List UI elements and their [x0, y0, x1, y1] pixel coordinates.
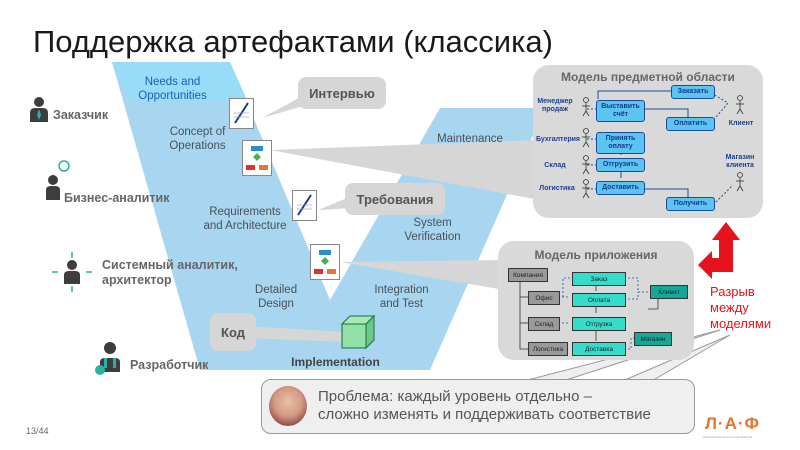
stage-detailed-design: Detailed Design [254, 284, 298, 310]
code-cube-icon [340, 314, 376, 355]
gap-label: Разрыв между моделями [710, 284, 771, 332]
activity-ship: Отгрузить [596, 158, 645, 172]
actor-client-store: Магазин клиента [725, 154, 755, 169]
developer-icon [94, 340, 124, 381]
page-number: 13/44 [26, 426, 49, 436]
entity-order: Заказ [572, 272, 626, 286]
activity-pay: Оплатить [666, 117, 715, 131]
callout-interview: Интервью [298, 77, 386, 109]
domain-tail-1 [270, 140, 540, 200]
problem-line1: Проблема: каждый уровень отдельно – [318, 388, 592, 405]
role-customer: Заказчик [53, 108, 109, 122]
logo-subtitle: Лаборатория Архитектуры Физтеха [703, 435, 753, 439]
gap-arrow [698, 222, 740, 279]
system-analyst-icon [50, 250, 94, 299]
callout-requirements: Требования [345, 183, 445, 215]
activity-receive: Получить [666, 197, 715, 211]
entity-payment: Оплата [572, 293, 626, 307]
role-system-analyst-line1: Системный аналитик, [102, 258, 238, 272]
problem-callout [261, 379, 695, 434]
activity-deliver: Доставить [596, 181, 645, 195]
entity-client: Клиент [650, 285, 688, 299]
gap-line3: моделями [710, 316, 772, 331]
activity-accept-payment: Принять оплату [596, 132, 645, 154]
actor-accounting: Бухгалтерия [535, 136, 581, 143]
role-system-analyst: Системный аналитик, архитектор [102, 258, 238, 288]
problem-text: Проблема: каждый уровень отдельно – слож… [318, 388, 651, 424]
entity-store: Магазин [634, 332, 672, 346]
domain-model-title: Модель предметной области [561, 70, 735, 84]
entity-warehouse: Склад [528, 317, 560, 331]
page-title: Поддержка артефактами (классика) [33, 24, 553, 59]
actor-manager: Менеджер продаж [537, 98, 573, 113]
stage-requirements: Requirements and Architecture [203, 206, 287, 232]
requirements-tail [318, 196, 352, 210]
app-model-title: Модель приложения [534, 248, 658, 262]
entity-logistics: Логистика [528, 342, 568, 356]
gap-line2: между [710, 300, 749, 315]
stage-needs: Needs and Opportunities [138, 76, 207, 102]
v-left-arm [112, 62, 400, 370]
pen-document-icon-2 [292, 190, 317, 221]
author-avatar [269, 386, 307, 426]
stick-figures [582, 95, 744, 199]
business-analyst-icon [42, 158, 74, 207]
stage-verification: System Verification [404, 217, 461, 243]
customer-icon [28, 95, 50, 128]
code-tail [246, 326, 345, 342]
entity-office: Офис [528, 291, 560, 305]
activity-order: Заказать [671, 85, 715, 99]
app-model-panel: Модель приложения Компания Офис Склад Ло… [498, 241, 694, 360]
role-business-analyst: Бизнес-аналитик [64, 191, 170, 205]
stage-implementation: Implementation [291, 355, 380, 369]
app-tail [340, 260, 505, 290]
stage-maintenance: Maintenance [437, 133, 503, 145]
stage-integration: Integration and Test [374, 284, 429, 310]
v-needs-band [112, 62, 248, 102]
logo: Л·А·Ф [705, 414, 761, 433]
domain-model-panel: Модель предметной области Заказать Выста… [533, 65, 763, 218]
entity-delivery: Доставка [572, 342, 626, 356]
role-developer: Разработчик [130, 358, 209, 372]
actor-warehouse: Склад [544, 162, 566, 169]
role-system-analyst-line2: архитектор [102, 273, 172, 287]
actor-logistics: Логистика [539, 185, 575, 192]
stage-concept: Concept of Operations [169, 126, 226, 152]
flowchart-document-icon-2 [310, 244, 340, 280]
entity-shipment: Отгрузка [572, 317, 626, 331]
callout-code: Код [210, 313, 256, 351]
flowchart-document-icon [242, 140, 272, 176]
problem-line2: сложно изменять и поддерживать соответст… [318, 406, 651, 423]
gap-line1: Разрыв [710, 284, 755, 299]
actor-client: Клиент [728, 120, 754, 127]
pen-document-icon [229, 98, 254, 129]
entity-company: Компания [508, 268, 548, 282]
activity-invoice: Выставить счёт [596, 100, 645, 122]
